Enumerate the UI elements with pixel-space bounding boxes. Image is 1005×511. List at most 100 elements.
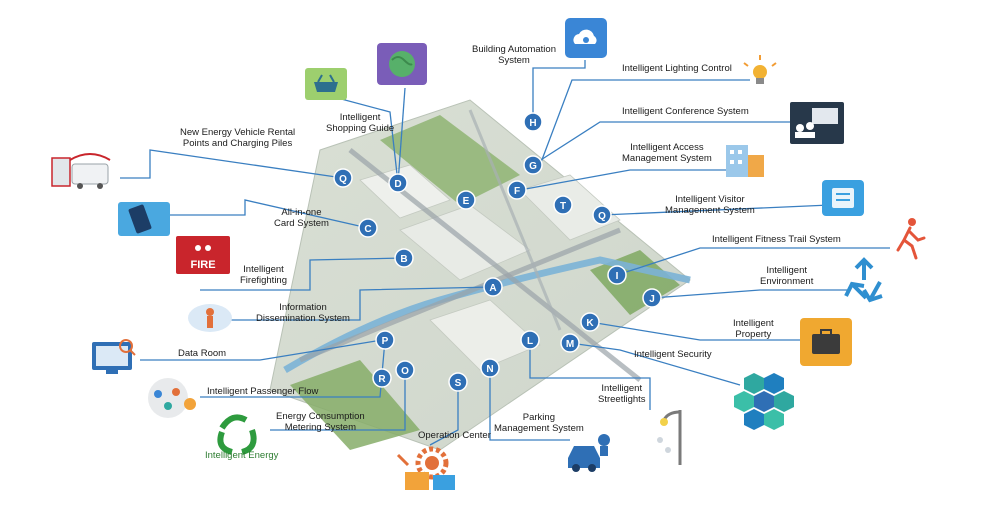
connector-visitor [601, 204, 831, 216]
card-phone-icon[interactable] [118, 202, 170, 236]
node-G[interactable]: G [523, 155, 543, 175]
node-B-label: B [400, 254, 407, 265]
node-Q[interactable]: Q [333, 168, 353, 188]
node-C-label: C [364, 224, 371, 235]
node-A[interactable]: A [483, 277, 503, 297]
main-road-cross [299, 227, 621, 363]
passenger-flow-icon[interactable] [148, 378, 196, 418]
node-R[interactable]: R [372, 368, 392, 388]
label-visitor-management: Intelligent Visitor Management System [665, 194, 755, 216]
label-passenger-flow: Intelligent Passenger Flow [207, 386, 319, 397]
node-D[interactable]: D [388, 173, 408, 193]
label-property: Intelligent Property [733, 318, 774, 340]
conference-screen-icon[interactable] [790, 102, 844, 144]
node-H[interactable]: H [523, 112, 543, 132]
connector-conference [532, 121, 790, 166]
connector-ev [120, 149, 344, 179]
label-shopping-guide: Intelligent Shopping Guide [326, 112, 395, 134]
shopping-basket-icon[interactable] [305, 68, 347, 100]
fire-alarm-icon[interactable]: FIRE [176, 236, 230, 274]
node-R-label: R [378, 374, 386, 385]
briefcase-icon[interactable] [800, 318, 852, 366]
node-I[interactable]: I [607, 265, 627, 285]
connector-property [589, 321, 800, 341]
visitor-card-icon[interactable] [822, 180, 864, 216]
data-room-monitor-icon[interactable] [92, 339, 136, 374]
ev-charging-icon[interactable] [51, 153, 111, 189]
river [283, 256, 691, 374]
label-lighting-control: Intelligent Lighting Control [622, 63, 732, 74]
node-L-label: L [527, 336, 533, 347]
node-J-label: J [649, 294, 655, 305]
node-I-label: I [616, 271, 619, 282]
node-L[interactable]: L [520, 330, 540, 350]
fire-text: FIRE [190, 259, 215, 271]
label-ev-rental: New Energy Vehicle Rental Points and Cha… [180, 127, 296, 149]
node-Q2[interactable]: Q [592, 205, 612, 225]
connector-fitness [616, 247, 890, 276]
label-operation-center: Operation Center [418, 430, 491, 441]
label-data-room: Data Room [178, 348, 227, 359]
node-P[interactable]: P [375, 330, 395, 350]
connector-info [230, 286, 494, 321]
node-O[interactable]: O [395, 360, 415, 380]
label-fitness-trail: Intelligent Fitness Trail System [712, 234, 841, 245]
node-markers: A B C D E F G H I J K L M N O P Q R S T … [333, 112, 662, 392]
connector-card [170, 199, 369, 229]
node-T-label: T [560, 201, 566, 212]
node-P-label: P [382, 336, 389, 347]
connector-operation [429, 382, 459, 446]
security-hexagon-icon[interactable] [734, 373, 794, 430]
label-building-automation: Building Automation System [472, 44, 556, 66]
side-road [468, 109, 562, 331]
connector-fire [200, 257, 405, 291]
connector-parking [489, 368, 570, 441]
globe-icon[interactable] [377, 43, 427, 85]
label-firefighting: Intelligent Firefighting [240, 264, 287, 286]
node-C[interactable]: C [358, 218, 378, 238]
node-F-label: F [514, 186, 520, 197]
building-cluster-south [429, 299, 541, 371]
label-access-management: Intelligent Access Management System [622, 142, 712, 164]
node-B[interactable]: B [394, 248, 414, 268]
label-streetlights: Intelligent Streetlights [598, 383, 646, 405]
connector-globe [397, 87, 406, 184]
park-block-south [290, 360, 420, 450]
node-A-label: A [489, 283, 496, 294]
node-Q-label: Q [339, 174, 347, 185]
energy-recycle-icon[interactable] [217, 414, 257, 455]
runner-icon[interactable] [896, 218, 926, 260]
label-energy-metering: Energy Consumption Metering System [276, 411, 365, 433]
label-security: Intelligent Security [634, 349, 712, 360]
cloud-gear-icon[interactable] [565, 18, 607, 58]
node-J[interactable]: J [642, 288, 662, 308]
label-parking: Parking Management System [494, 412, 584, 434]
node-K[interactable]: K [580, 312, 600, 332]
node-S-label: S [455, 378, 462, 389]
connector-streetlights [529, 340, 651, 410]
parking-car-icon[interactable] [568, 434, 610, 472]
connector-lighting [539, 79, 750, 166]
node-E[interactable]: E [456, 190, 476, 210]
label-info-dissemination: Information Dissemination System [256, 302, 350, 324]
lightbulb-icon[interactable] [743, 55, 777, 84]
info-person-icon[interactable] [188, 304, 232, 332]
label-conference: Intelligent Conference System [622, 106, 749, 117]
connector-energy [270, 370, 406, 431]
node-F[interactable]: F [507, 180, 527, 200]
recycle-icon[interactable] [844, 257, 883, 303]
streetlight-icon[interactable] [657, 410, 682, 465]
node-T[interactable]: T [553, 195, 573, 215]
node-N[interactable]: N [480, 358, 500, 378]
operation-gear-icon[interactable] [396, 446, 455, 490]
connector-environment [651, 289, 850, 299]
node-O-label: O [401, 366, 409, 377]
building-icon[interactable] [726, 145, 764, 177]
node-S[interactable]: S [448, 372, 468, 392]
node-M[interactable]: M [560, 333, 580, 353]
connector-passenger [200, 339, 386, 398]
node-K-label: K [586, 318, 594, 329]
connector-dataroom [140, 339, 383, 361]
